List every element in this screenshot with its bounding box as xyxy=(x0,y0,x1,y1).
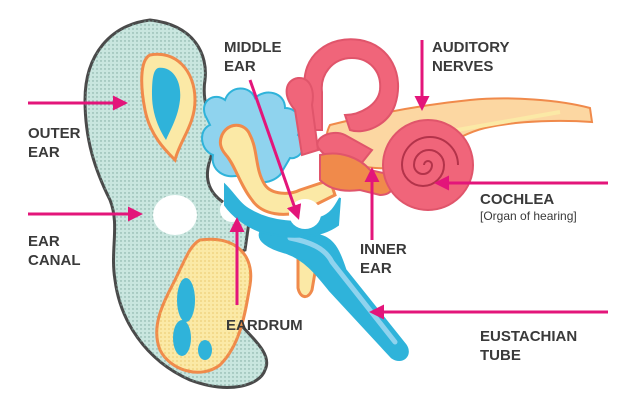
inner-ear-label-line2: EAR xyxy=(360,260,392,277)
middle-ear-label-line1: MIDDLE xyxy=(224,39,282,56)
inner-ear-label-line1: INNER xyxy=(360,241,407,258)
auditory-nerves-label-line2: NERVES xyxy=(432,58,493,75)
ear-canal-opening xyxy=(153,195,197,235)
upper-cartilage xyxy=(140,52,197,163)
ear-canal-label-line1: EAR xyxy=(28,233,60,250)
eustachian-tube-shape xyxy=(258,226,409,361)
outer-ear-label-line1: OUTER xyxy=(28,125,81,142)
middle-ear-arrow xyxy=(248,79,302,220)
arrows xyxy=(28,40,608,320)
lower-cartilage xyxy=(155,237,253,374)
eardrum-label: EARDRUM xyxy=(226,317,303,334)
labels: OUTER EAR EAR CANAL MIDDLE EAR AUDITORY … xyxy=(28,39,577,364)
auditory-nerves-label-line1: AUDITORY xyxy=(432,39,510,56)
middle-ear-label-line2: EAR xyxy=(224,58,256,75)
eustachian-tube-label-line1: EUSTACHIAN xyxy=(480,328,577,345)
outer-ear-label-line2: EAR xyxy=(28,144,60,161)
cochlea-sub-label: [Organ of hearing] xyxy=(480,209,577,223)
eustachian-tube-label-line2: TUBE xyxy=(480,347,521,364)
cochlea-label: COCHLEA xyxy=(480,191,554,208)
cochlea-shape xyxy=(382,119,474,211)
ear-canal-label-line2: CANAL xyxy=(28,252,81,269)
